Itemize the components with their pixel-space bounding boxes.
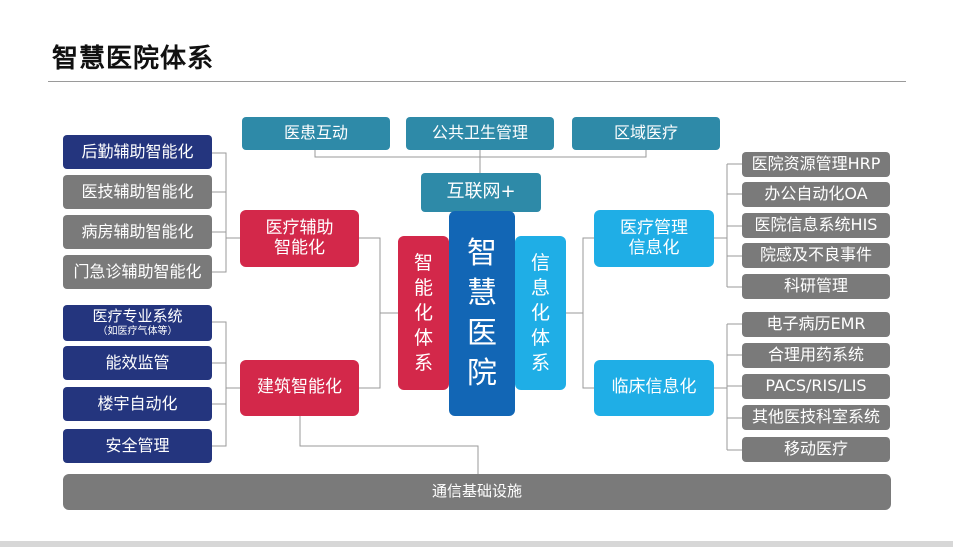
center-char: 医 xyxy=(467,315,497,351)
left-pillar-char: 系 xyxy=(413,351,433,374)
left-pillar-char: 化 xyxy=(413,301,433,324)
left-item-energy: 能效监管 xyxy=(63,346,212,380)
right-pillar-char: 体 xyxy=(530,326,550,349)
right-group-clinical: 临床信息化 xyxy=(594,360,714,416)
center-smart-hospital: 智 慧 医 院 xyxy=(449,211,515,416)
internet-plus-box: 互联网+ xyxy=(421,173,541,212)
right-item-other-medtech: 其他医技科室系统 xyxy=(742,405,890,430)
center-char: 智 xyxy=(467,235,497,271)
infrastructure-bar: 通信基础设施 xyxy=(63,474,891,510)
left-item-ward: 病房辅助智能化 xyxy=(63,215,212,249)
right-item-hrp: 医院资源管理HRP xyxy=(742,152,890,177)
right-item-rational-drug: 合理用药系统 xyxy=(742,343,890,368)
connector-right-mid xyxy=(566,237,594,389)
right-pillar-char: 息 xyxy=(530,276,550,299)
left-group-medical-assist-line2: 智能化 xyxy=(274,237,325,258)
right-item-research: 科研管理 xyxy=(742,274,890,299)
right-item-oa: 办公自动化OA xyxy=(742,182,890,207)
left-group-building: 建筑智能化 xyxy=(240,360,359,416)
page-title: 智慧医院体系 xyxy=(52,44,215,74)
right-group-management-line2: 信息化 xyxy=(628,237,680,258)
right-item-infection-events: 院感及不良事件 xyxy=(742,243,890,268)
connector-left-group1 xyxy=(212,152,240,273)
left-pillar-char: 体 xyxy=(413,326,433,349)
left-item-medtech: 医技辅助智能化 xyxy=(63,175,212,209)
right-group-management: 医疗管理 信息化 xyxy=(594,210,714,267)
title-divider xyxy=(48,81,906,82)
left-pillar-intelligence: 智 能 化 体 系 xyxy=(398,236,449,390)
right-group-management-line1: 医疗管理 xyxy=(620,217,688,238)
left-item-medical-systems: 医疗专业系统 （如医疗气体等） xyxy=(63,305,212,341)
right-pillar-char: 信 xyxy=(530,251,550,274)
connector-infrastructure xyxy=(299,416,479,474)
internet-item-patient-interaction: 医患互动 xyxy=(242,117,390,150)
center-char: 院 xyxy=(467,355,497,391)
bottom-rule xyxy=(0,541,953,547)
left-group-medical-assist: 医疗辅助 智能化 xyxy=(240,210,359,267)
right-pillar-char: 系 xyxy=(530,351,550,374)
left-item-medical-systems-label: 医疗专业系统 xyxy=(92,307,183,326)
right-pillar-information: 信 息 化 体 系 xyxy=(515,236,566,390)
internet-item-public-health: 公共卫生管理 xyxy=(406,117,554,150)
left-group-medical-assist-line1: 医疗辅助 xyxy=(265,217,334,238)
left-pillar-char: 能 xyxy=(413,276,433,299)
left-item-logistics: 后勤辅助智能化 xyxy=(63,135,212,169)
left-item-outpatient: 门急诊辅助智能化 xyxy=(63,255,212,289)
left-item-building-automation: 楼宇自动化 xyxy=(63,387,212,421)
connector-right-group1 xyxy=(714,163,742,288)
left-item-security: 安全管理 xyxy=(63,429,212,463)
left-pillar-char: 智 xyxy=(413,251,433,274)
right-item-pacs: PACS/RIS/LIS xyxy=(742,374,890,399)
connector-left-group2 xyxy=(212,321,240,447)
connector-left-mid xyxy=(359,237,398,389)
right-item-his: 医院信息系统HIS xyxy=(742,213,890,238)
center-char: 慧 xyxy=(467,275,497,311)
internet-item-regional-medical: 区域医疗 xyxy=(572,117,720,150)
right-pillar-char: 化 xyxy=(530,301,550,324)
right-item-emr: 电子病历EMR xyxy=(742,312,890,337)
connector-right-group2 xyxy=(714,323,742,451)
right-item-mobile-medical: 移动医疗 xyxy=(742,437,890,462)
left-item-medical-systems-note: （如医疗气体等） xyxy=(97,326,178,338)
